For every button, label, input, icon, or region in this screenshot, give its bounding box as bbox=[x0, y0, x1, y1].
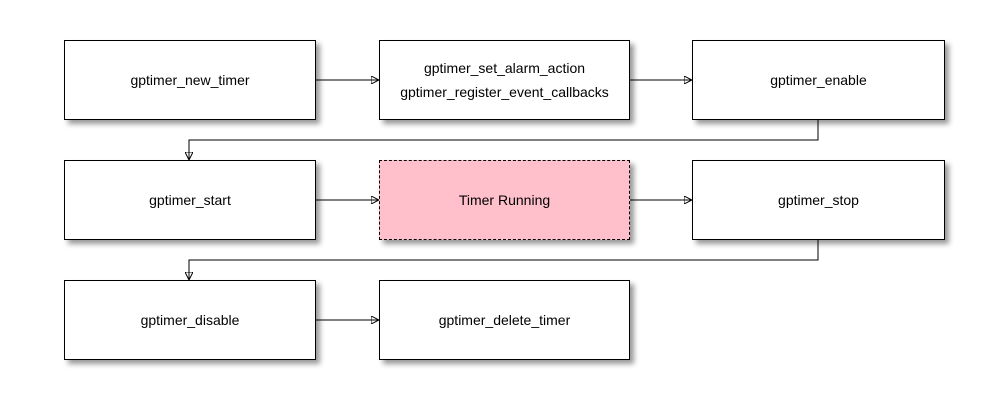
edge-enable-to-start bbox=[189, 120, 819, 160]
node-label: gptimer_delete_timer bbox=[438, 312, 571, 328]
node-gptimer-setup: gptimer_set_alarm_action gptimer_registe… bbox=[379, 40, 630, 120]
node-label-line2: gptimer_register_event_callbacks bbox=[400, 84, 609, 100]
node-gptimer-enable: gptimer_enable bbox=[692, 40, 945, 120]
node-label: gptimer_new_timer bbox=[130, 72, 250, 88]
node-gptimer-delete-timer: gptimer_delete_timer bbox=[379, 280, 630, 360]
node-gptimer-stop: gptimer_stop bbox=[692, 160, 945, 240]
node-gptimer-start: gptimer_start bbox=[64, 160, 316, 240]
node-label: gptimer_disable bbox=[140, 312, 240, 328]
node-label-line1: gptimer_set_alarm_action bbox=[423, 60, 586, 76]
node-gptimer-disable: gptimer_disable bbox=[64, 280, 316, 360]
node-timer-running: Timer Running bbox=[379, 160, 630, 240]
node-gptimer-new-timer: gptimer_new_timer bbox=[64, 40, 316, 120]
node-label: gptimer_enable bbox=[770, 72, 867, 88]
node-label: gptimer_start bbox=[149, 192, 231, 208]
node-label: Timer Running bbox=[458, 192, 551, 208]
node-label: gptimer_stop bbox=[778, 192, 859, 208]
edge-stop-to-disable bbox=[189, 240, 819, 280]
